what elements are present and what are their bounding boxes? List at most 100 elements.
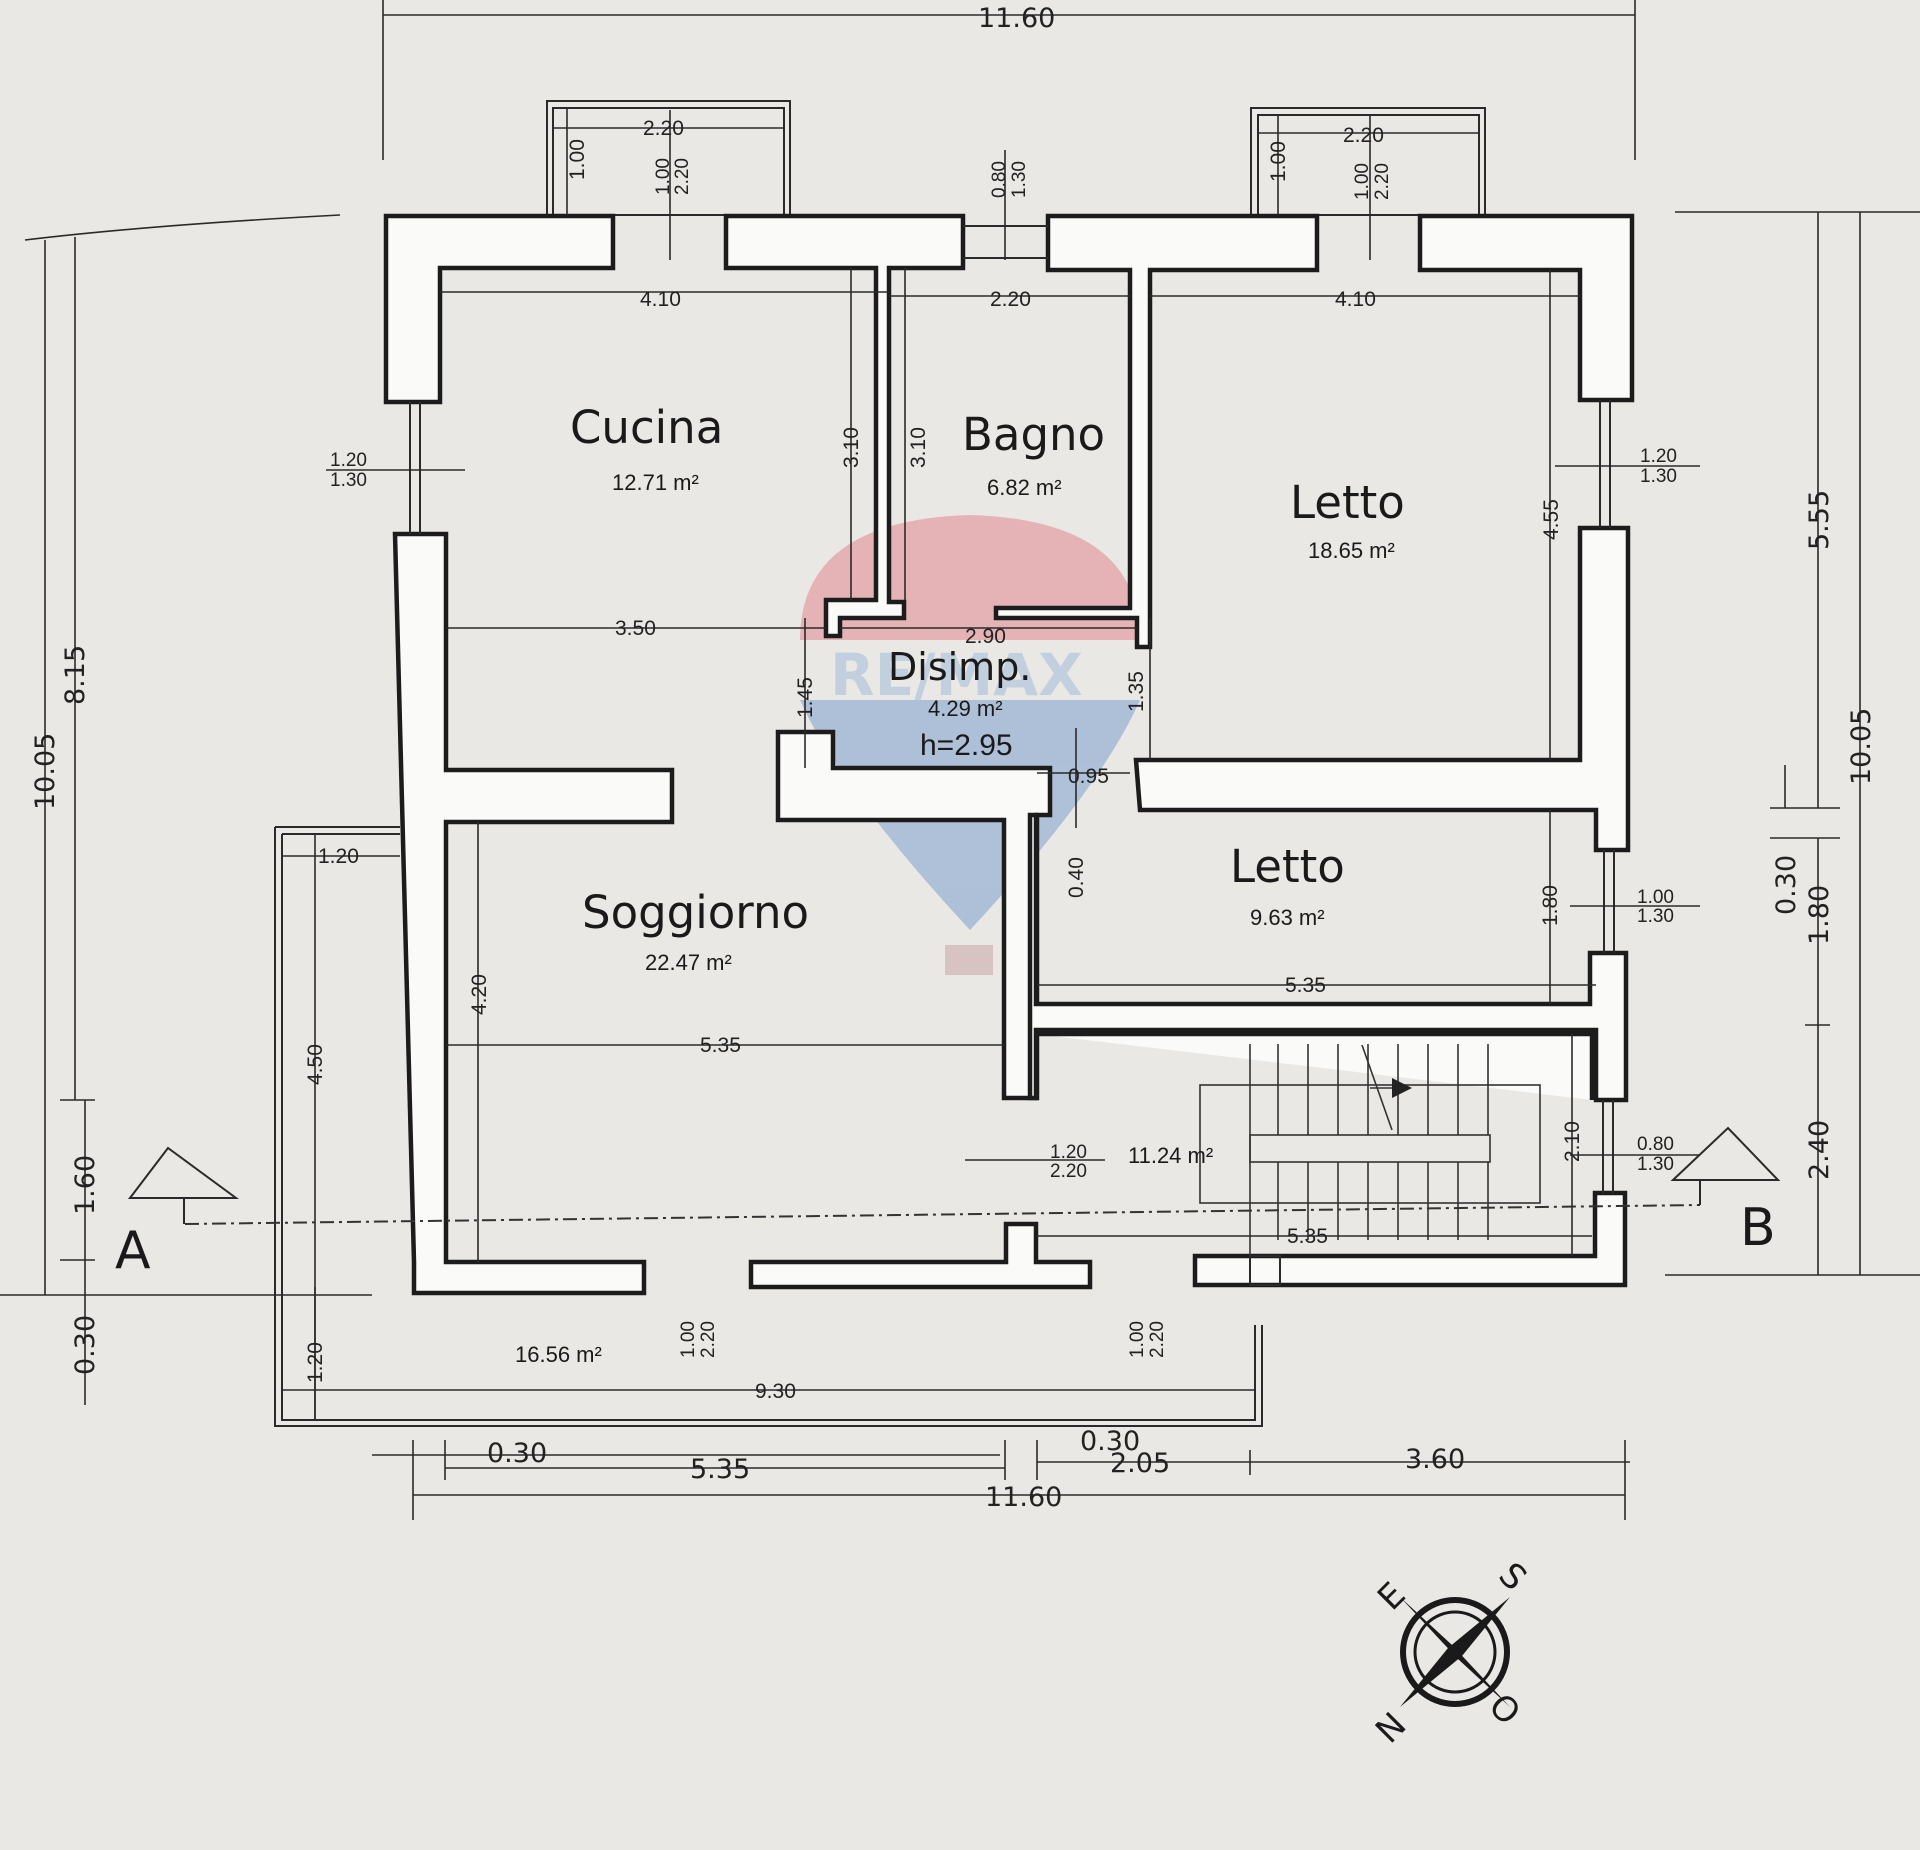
dim-win-left-b: 1.30 (330, 470, 367, 491)
left-dimensions: 10.05 8.15 1.60 0.30 (0, 214, 372, 1405)
dim-soggiorno-h: 4.20 (468, 974, 491, 1015)
dim-disimp-h: 1.45 (794, 677, 817, 718)
staircase (1199, 1044, 1541, 1256)
windows (409, 225, 1615, 1193)
dim-win-right-b: 1.30 (1640, 466, 1677, 487)
dim-right-a: 5.55 (1804, 490, 1835, 550)
dim-balcony-right-w: 2.20 (1343, 124, 1384, 147)
dim-stair-win-b: 1.30 (1637, 1154, 1674, 1175)
dim-door-w: 0.95 (1068, 765, 1109, 788)
right-dimensions: 10.05 5.55 0.30 1.80 2.40 (1665, 211, 1920, 1276)
dim-bottom-c: 0.30 (1080, 1426, 1140, 1457)
dim-terrace-h: 4.50 (304, 1044, 327, 1085)
dim-balcony-right-win-a: 1.00 (1352, 163, 1373, 200)
dim-balcony-right-win-b: 2.20 (1372, 163, 1393, 200)
room-labels: Cucina 12.71 m² Bagno 6.82 m² Letto 18.6… (515, 401, 1405, 1367)
dim-stair-w: 5.35 (1287, 1225, 1328, 1248)
terrace (274, 826, 1263, 1427)
dim-balcony-left-w: 2.20 (643, 117, 684, 140)
dim-balcony-right-d: 1.00 (1267, 141, 1290, 182)
remax-logo-text: RE/MAX (830, 641, 1083, 709)
bottom-dimensions: 0.30 5.35 0.30 2.05 3.60 11.60 (372, 1426, 1630, 1520)
dim-left-total: 10.05 (30, 733, 61, 810)
room-name-bagno: Bagno (962, 408, 1105, 461)
dim-letto2-h: 1.80 (1539, 885, 1562, 926)
dim-terrace-w: 9.30 (755, 1380, 796, 1403)
room-area-letto-2: 9.63 m² (1250, 905, 1325, 930)
room-name-soggiorno: Soggiorno (582, 886, 809, 939)
dim-letto2-win-b: 1.30 (1637, 906, 1674, 927)
dim-soggiorno-w: 5.35 (700, 1034, 741, 1057)
room-area-terrazzo: 16.56 m² (515, 1342, 602, 1367)
room-name-disimpegno: Disimp. (888, 645, 1031, 689)
section-cut: A B (115, 1126, 1781, 1281)
room-area-bagno: 6.82 m² (987, 475, 1062, 500)
dim-letto1-w: 4.10 (1335, 288, 1376, 311)
section-arrow-a-icon (127, 1146, 240, 1199)
dim-door-bottom-right-a: 1.00 (1127, 1321, 1148, 1358)
dim-wall-off: 0.40 (1065, 857, 1088, 898)
wall-top-right-corner (1417, 213, 1635, 403)
compass-e: E (1370, 1575, 1413, 1618)
dim-stair-h: 2.10 (1561, 1121, 1584, 1162)
dim-bottom-e: 3.60 (1405, 1444, 1465, 1475)
compass-s: S (1491, 1555, 1535, 1599)
dim-cucina-w: 4.10 (640, 288, 681, 311)
dim-bagno-w: 2.20 (990, 288, 1031, 311)
dim-letto2-w: 5.35 (1285, 974, 1326, 997)
room-name-letto-2: Letto (1230, 840, 1345, 893)
dim-window-bagno-a: 0.80 (989, 161, 1010, 198)
dim-bottom-total: 11.60 (985, 1482, 1062, 1513)
interior-dimension-texts: 4.10 2.20 4.10 3.10 3.10 4.55 3.50 2.90 … (304, 288, 1700, 1403)
dim-balcony-left-win-a: 1.00 (653, 158, 674, 195)
wall-letto2-bottom (1027, 812, 1629, 1103)
dim-bottom-b: 5.35 (690, 1454, 750, 1485)
dim-left-c: 0.30 (70, 1315, 101, 1375)
wall-bottom-right (1192, 1190, 1628, 1288)
dim-door-bottom-left-a: 1.00 (678, 1321, 699, 1358)
dim-letto2-win-a: 1.00 (1637, 887, 1674, 908)
compass-n: N (1368, 1705, 1414, 1751)
room-area-scala: 11.24 m² (1128, 1143, 1213, 1168)
door-frame (1249, 1255, 1281, 1286)
balloon-basket (945, 945, 993, 975)
dim-cucina-h: 3.10 (840, 427, 863, 468)
stair-treads (1249, 1044, 1489, 1256)
dim-door-stair-b: 2.20 (1050, 1161, 1087, 1182)
compass-ring (1400, 1597, 1510, 1707)
wall-cucina-bagno (723, 213, 966, 639)
dim-top-total: 11.60 (978, 3, 1055, 34)
dim-win-left-a: 1.20 (330, 450, 367, 471)
dim-disimp-w: 2.90 (965, 625, 1006, 648)
dim-balcony-left-d: 1.00 (566, 139, 589, 180)
dim-win-right-a: 1.20 (1640, 446, 1677, 467)
compass-rose: N E S O (1368, 1555, 1534, 1751)
room-area-soggiorno: 22.47 m² (645, 950, 732, 975)
dim-bagno-h: 3.10 (907, 427, 930, 468)
wall-soggiorno-top (775, 729, 1053, 1101)
dim-disimp-h2: 1.35 (1125, 671, 1148, 712)
dim-door-bottom-right-b: 2.20 (1147, 1321, 1168, 1358)
interior-dimension-lines (282, 268, 1596, 1420)
wall-stair-top (1036, 1031, 1595, 1100)
wall-bagno-letto (993, 213, 1320, 650)
room-area-cucina: 12.71 m² (612, 470, 699, 495)
section-label-b: B (1740, 1198, 1776, 1258)
section-label-a: A (115, 1221, 151, 1281)
dim-bottom-d: 2.05 (1110, 1448, 1170, 1479)
dim-letto1-h: 4.55 (1540, 499, 1563, 540)
dim-balcony-left-win-b: 2.20 (672, 158, 693, 195)
section-arrow-b-icon (1670, 1126, 1781, 1181)
wall-top-left-corner (383, 213, 616, 405)
room-area-letto-1: 18.65 m² (1308, 538, 1395, 563)
dim-left-b: 1.60 (70, 1155, 101, 1215)
dim-terrace-side: 1.20 (318, 845, 359, 868)
dim-door-stair-a: 1.20 (1050, 1142, 1087, 1163)
balcony-left (546, 100, 791, 216)
dim-window-bagno-b: 1.30 (1009, 161, 1030, 198)
dim-right-b: 0.30 (1771, 855, 1802, 915)
dim-right-d: 2.40 (1804, 1120, 1835, 1180)
wall-left (392, 531, 675, 1296)
walls (383, 213, 1635, 1296)
